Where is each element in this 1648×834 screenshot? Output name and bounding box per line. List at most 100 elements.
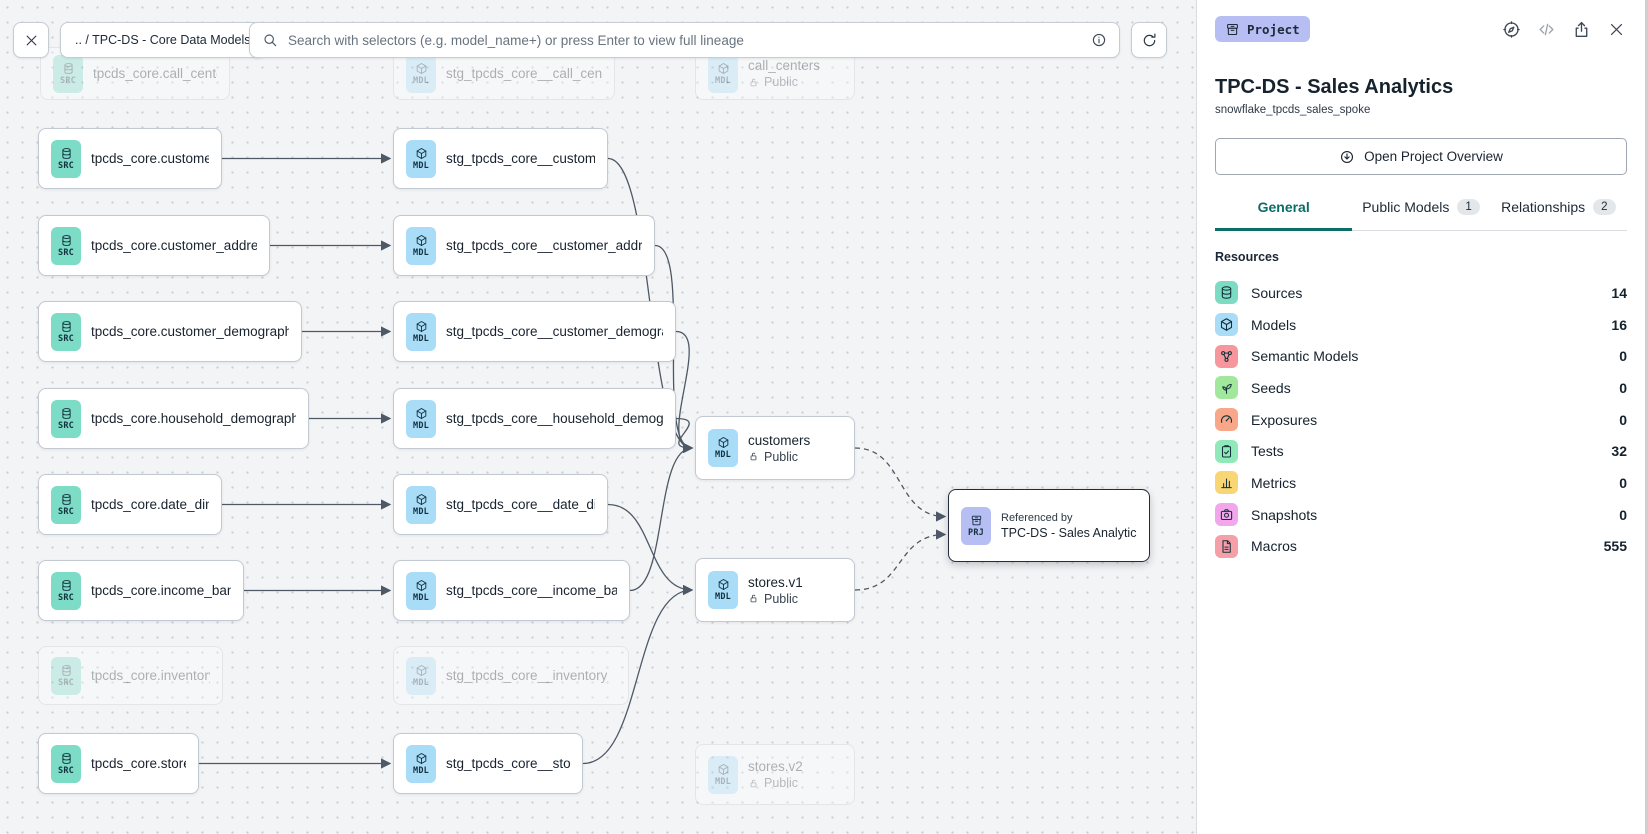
refresh-lineage-button[interactable]	[1131, 22, 1167, 58]
node-access-label: Public	[764, 776, 799, 790]
info-icon[interactable]	[1091, 32, 1107, 48]
node-type-label: MDL	[715, 450, 731, 460]
resource-label: Tests	[1251, 443, 1284, 460]
cube-icon	[415, 752, 428, 765]
explore-icon	[1502, 20, 1521, 39]
database-icon	[60, 320, 73, 333]
lineage-search	[249, 22, 1120, 58]
graph-node-src_store[interactable]: SRC tpcds_core.store	[38, 733, 199, 794]
node-type-label: MDL	[413, 677, 429, 688]
close-button[interactable]	[1606, 19, 1627, 40]
resource-count: 14	[1611, 284, 1627, 301]
cube-icon	[717, 62, 730, 75]
node-type-label: SRC	[58, 160, 74, 171]
tab-label: Relationships	[1501, 199, 1586, 215]
cube-icon	[415, 147, 428, 160]
test-icon	[1215, 439, 1238, 463]
cube-icon	[415, 62, 428, 75]
tab-count-badge: 2	[1593, 199, 1616, 215]
node-type-label: MDL	[413, 420, 429, 431]
resource-count: 0	[1619, 379, 1627, 396]
project-icon	[1225, 22, 1240, 37]
graph-node-stg_household_demographics[interactable]: MDL stg_tpcds_core__household_demogr…	[393, 388, 676, 449]
semantic-model-icon	[1219, 349, 1234, 364]
resource-count: 16	[1611, 316, 1627, 333]
node-type-label: SRC	[58, 247, 74, 258]
database-icon	[60, 752, 73, 765]
node-label: tpcds_core.inventory	[91, 668, 210, 683]
cube-icon	[415, 493, 428, 506]
node-type-label: SRC	[58, 592, 74, 603]
node-label: customers	[748, 432, 811, 448]
snapshot-icon	[1215, 503, 1238, 527]
node-label: stg_tpcds_core__customer_demogra…	[446, 324, 663, 339]
tab-relationships[interactable]: Relationships 2	[1490, 199, 1627, 231]
test-icon	[1219, 444, 1234, 459]
project-icon	[970, 514, 983, 527]
explore-button[interactable]	[1501, 19, 1522, 40]
cube-icon	[415, 664, 428, 677]
tab-general[interactable]: General	[1215, 199, 1353, 231]
open-project-overview-button[interactable]: Open Project Overview	[1215, 138, 1627, 175]
mdl-node-badge: MDL	[708, 54, 738, 93]
node-label: stg_tpcds_core__household_demogr…	[446, 411, 663, 426]
search-input[interactable]	[286, 31, 1083, 49]
close-icon	[24, 33, 39, 48]
graph-node-src_customer_address[interactable]: SRC tpcds_core.customer_address	[38, 215, 270, 276]
mdl-node-badge: MDL	[406, 399, 436, 438]
share-button[interactable]	[1571, 19, 1592, 40]
node-label: tpcds_core.customer_address	[91, 238, 257, 253]
seed-icon	[1219, 380, 1234, 395]
seed-icon	[1215, 376, 1238, 400]
resource-count: 0	[1619, 411, 1627, 428]
src-node-badge: SRC	[51, 744, 81, 783]
close-lineage-button[interactable]	[13, 22, 49, 58]
database-icon	[60, 234, 73, 247]
lock-open-icon	[748, 778, 759, 789]
resource-row-tests[interactable]: Tests 32	[1215, 435, 1627, 467]
node-access: Public	[748, 450, 810, 464]
breadcrumb[interactable]: .. / TPC-DS - Core Data Models	[60, 22, 266, 58]
resource-count: 32	[1611, 443, 1627, 460]
database-icon	[1215, 281, 1238, 305]
panel-title: TPC-DS - Sales Analytics	[1215, 76, 1454, 98]
src-node-badge: SRC	[53, 54, 83, 93]
cube-icon	[717, 436, 730, 449]
code-button[interactable]	[1536, 19, 1557, 40]
cube-icon	[415, 579, 428, 592]
prj-node-badge: PRJ	[961, 506, 991, 545]
node-type-label: SRC	[58, 333, 74, 344]
close-icon	[1608, 21, 1625, 38]
node-label: tpcds_core.household_demographics	[91, 411, 296, 426]
node-label: tpcds_core.store	[91, 756, 186, 771]
cube-icon	[717, 578, 730, 591]
node-label: tpcds_core.date_dim	[91, 497, 209, 512]
